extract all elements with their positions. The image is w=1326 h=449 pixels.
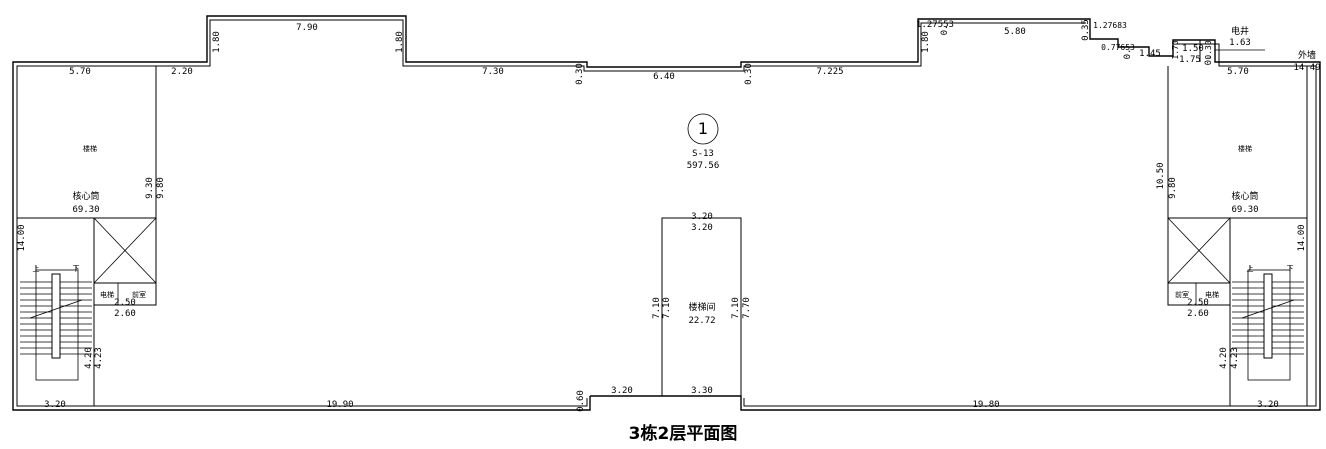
core-left-label: 核心筒	[72, 190, 99, 202]
dim-stair-h-l1: 7.10	[652, 297, 662, 319]
center-labels: 3.20 3.20 楼梯间 22.72 7.10 7.10 7.10 7.70 …	[326, 212, 999, 412]
dim-left-stair-h2: 4.23	[94, 347, 104, 369]
dim-notch-d: 0.60	[576, 390, 586, 412]
dim-right-bottom: 3.20	[1257, 400, 1279, 410]
dim-ne-e: 1.27683	[1093, 21, 1127, 30]
stair-room-label: 楼梯间	[688, 301, 715, 313]
elev-room-r2: 电梯	[1205, 290, 1219, 299]
left-core	[17, 66, 157, 406]
dim-right-stair-w2: 2.60	[1187, 309, 1209, 319]
dim-notch-w: 6.40	[653, 72, 675, 82]
dim-stair-h-l2: 7.10	[662, 297, 672, 319]
dim-notch-w-r: 3.30	[691, 386, 713, 396]
dim-left-core-h1: 9.30	[145, 177, 155, 199]
dim-bay1-depth-r: 1.80	[395, 31, 405, 53]
down-right: 下	[1287, 265, 1294, 273]
right-stair	[1232, 265, 1304, 381]
dim-ne-h: 1.45	[1139, 49, 1161, 59]
outer-wall	[12, 15, 1321, 411]
drawing-title: 3栋2层平面图	[629, 423, 738, 444]
unit-number: 1	[698, 119, 708, 138]
dim-ne-f: 0.77653	[1101, 43, 1135, 52]
outer-wall-area: 14.49	[1293, 63, 1320, 73]
up-left: 上	[33, 264, 40, 273]
unit-marker: 1 S-13 597.56	[687, 113, 720, 171]
dim-ne-g: 0.	[1123, 49, 1133, 60]
dim-ne-w: 5.80	[1004, 27, 1026, 37]
dim-bay1-depth-l: 1.80	[212, 31, 222, 53]
dim-left-core-h2: 9.80	[156, 177, 166, 199]
left-stair	[20, 265, 92, 381]
top-dimensions: 5.70 2.20 7.90 1.80 1.80 7.30 0.30 6.40 …	[69, 19, 1249, 85]
left-labels: 楼梯 核心筒 69.30 9.30 9.80 14.00 上 下 电梯 前室 2…	[17, 144, 166, 410]
dim-stair-h-r2: 7.70	[742, 297, 752, 319]
dim-stair-top-w2: 3.20	[691, 223, 713, 233]
elec-shaft-area: 1.63	[1229, 38, 1251, 48]
stair-right-label: 楼梯	[1238, 144, 1252, 153]
dim-ne-b: 0.	[940, 25, 950, 36]
dim-notch-r: 0.30	[744, 63, 754, 85]
down-left: 下	[73, 265, 80, 273]
unit-area: 597.56	[687, 161, 720, 171]
dim-right-wing: 5.70	[1227, 67, 1249, 77]
dim-left-stair-h1: 4.20	[84, 347, 94, 369]
center-stair-room	[661, 217, 742, 396]
elev-room-l: 电梯	[100, 290, 114, 299]
dim-right-core-h1: 10.50	[1156, 162, 1166, 189]
elev-room-r: 前室	[1175, 290, 1189, 299]
unit-code: S-13	[692, 149, 714, 159]
dim-right-stair-h1: 4.20	[1219, 347, 1229, 369]
dim-shaft-w2: 1.75	[1179, 55, 1201, 65]
stair-left-label: 楼梯	[83, 144, 97, 153]
dim-shaft-d: 0.30	[1204, 40, 1213, 59]
dim-left-stair-w2: 2.60	[114, 309, 136, 319]
elec-shaft-label: 电井	[1231, 25, 1249, 37]
dim-ne-i: 1.70	[1171, 40, 1180, 59]
dim-right-core-h2: 9.80	[1168, 177, 1178, 199]
dim-left-h: 14.00	[17, 224, 27, 251]
right-stair-treads	[1232, 281, 1304, 355]
dim-notch-w-l: 3.20	[611, 386, 633, 396]
dim-stair-top-w1: 3.20	[691, 212, 713, 222]
dim-step-a: 2.20	[171, 67, 193, 77]
dim-right-stair-h2: 4.23	[1230, 347, 1240, 369]
core-left-area: 69.30	[72, 205, 99, 215]
dim-shaft-w: 1.50	[1182, 44, 1204, 54]
dim-left-bottom: 3.20	[44, 400, 66, 410]
up-right: 上	[1247, 264, 1254, 273]
dim-bottom-right: 19.80	[972, 400, 999, 410]
left-stair-treads	[20, 281, 92, 355]
dim-ne-a: 1.27553	[916, 20, 954, 30]
dim-right-h: 14.00	[1297, 224, 1307, 251]
core-right-label: 核心筒	[1231, 190, 1258, 202]
dim-shaft-d2: 0.	[1204, 55, 1214, 66]
dim-right-stair-w1: 2.50	[1187, 298, 1209, 308]
dim-bay2: 7.30	[482, 67, 504, 77]
dim-left-wing: 5.70	[69, 67, 91, 77]
stair-room-area: 22.72	[688, 316, 715, 326]
dim-bay1: 7.90	[296, 23, 318, 33]
outer-wall-label: 外墙	[1298, 49, 1316, 61]
dim-ne-c: 1.80	[921, 31, 931, 53]
dim-notch-l: 0.30	[575, 63, 585, 85]
right-labels: 楼梯 核心筒 69.30 10.50 9.80 14.00 上 下 前室 电梯 …	[1156, 144, 1307, 410]
annex-labels: 电井 1.63 外墙 14.49	[1229, 25, 1320, 73]
dim-bay3: 7.225	[816, 67, 843, 77]
dim-ne-d: 0.35	[1081, 19, 1091, 41]
core-right-area: 69.30	[1231, 205, 1258, 215]
elev-room-l2: 前室	[132, 290, 146, 299]
right-core	[1167, 66, 1307, 406]
dim-bottom-left: 19.90	[326, 400, 353, 410]
dim-left-stair-w1: 2.50	[114, 298, 136, 308]
dim-stair-h-r1: 7.10	[731, 297, 741, 319]
